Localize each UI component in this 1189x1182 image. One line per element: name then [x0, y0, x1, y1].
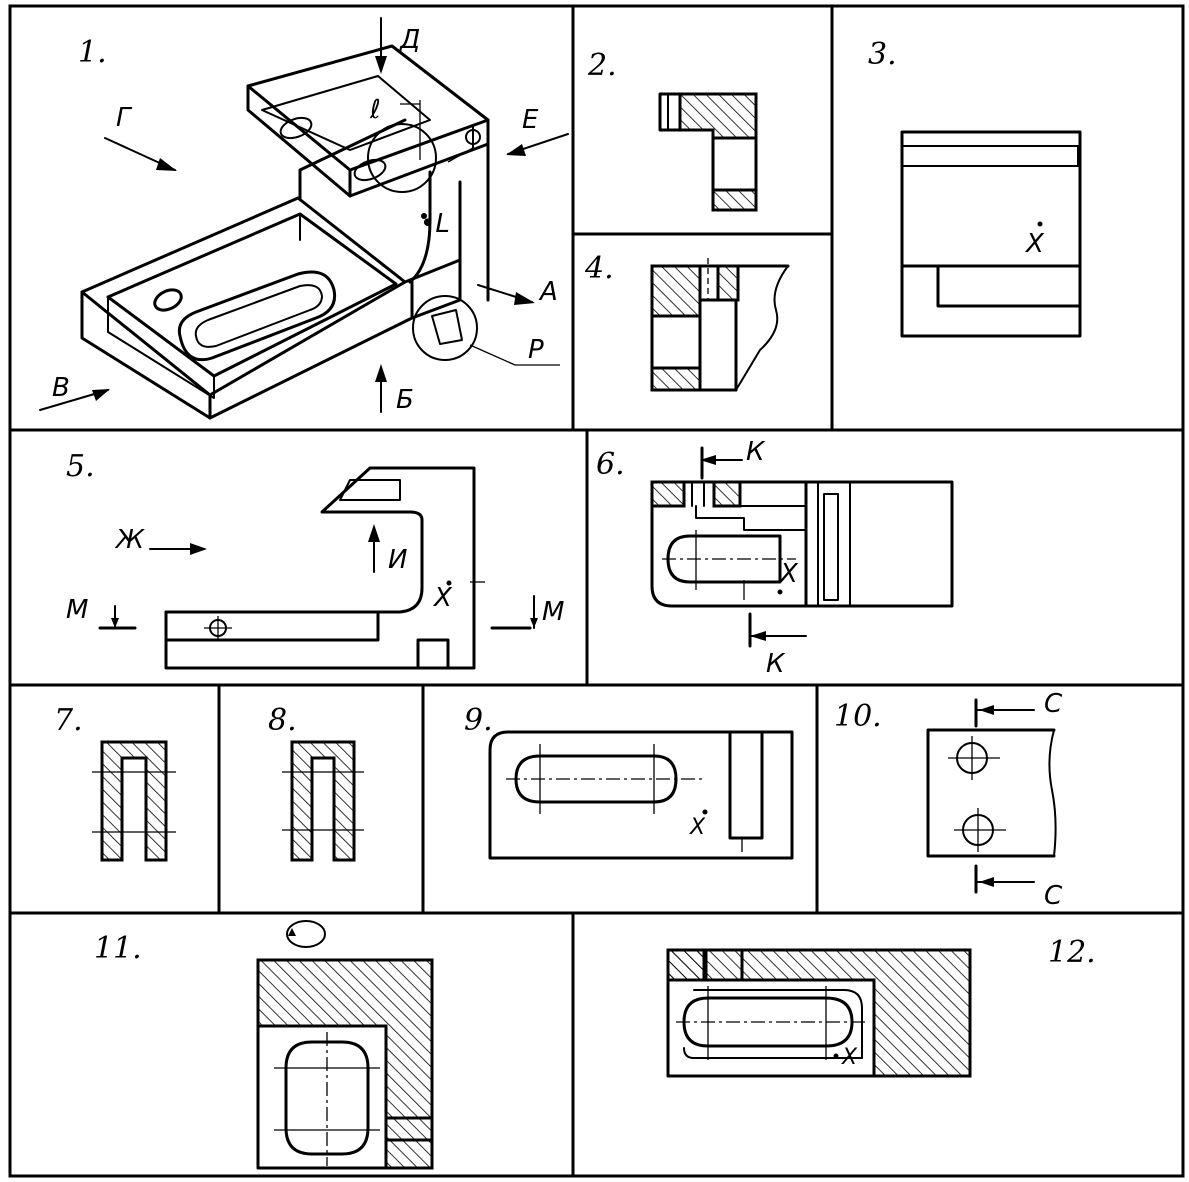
- view-arrow-zh: Ж: [114, 525, 207, 555]
- section-mark-m-left: М: [66, 595, 137, 630]
- label-l-dot: •L: [420, 209, 450, 239]
- svg-text:К: К: [746, 437, 766, 467]
- view-arrow-a: А: [477, 277, 558, 307]
- cell-7-number: 7.: [54, 703, 83, 738]
- cell-11: 11.: [94, 920, 434, 1170]
- cell-4-number: 4.: [584, 251, 614, 286]
- cell-7: 7.: [54, 703, 176, 862]
- svg-text:Б: Б: [396, 385, 414, 415]
- section-drawing-8: [282, 740, 364, 862]
- cell-5: 5. X Ж И М: [66, 449, 564, 670]
- cell-3-number: 3.: [868, 37, 897, 72]
- cell-11-number: 11.: [94, 931, 142, 966]
- view-drawing-5: X: [164, 466, 485, 670]
- cell-12: 12. X: [666, 935, 1096, 1078]
- section-drawing-11: [256, 920, 434, 1170]
- svg-text:Г: Г: [116, 103, 133, 133]
- svg-text:С: С: [1044, 881, 1063, 911]
- view-arrow-b: Б: [375, 364, 414, 415]
- cell-2-number: 2.: [587, 48, 617, 83]
- svg-text:X: X: [432, 583, 453, 613]
- svg-text:К: К: [766, 649, 786, 679]
- view-arrow-g: Г: [104, 103, 177, 171]
- svg-text:X: X: [689, 815, 706, 840]
- svg-text:Д: Д: [399, 25, 420, 55]
- svg-text:Е: Е: [522, 105, 539, 135]
- cell-1: 1.: [39, 17, 569, 420]
- view-drawing-3: X: [900, 130, 1082, 338]
- view-drawing-10: [926, 728, 1057, 858]
- cell-5-number: 5.: [66, 449, 95, 484]
- section-mark-k-bottom: К: [748, 612, 807, 679]
- cell-9: 9. X: [464, 703, 794, 860]
- callout-p: Р: [469, 335, 560, 366]
- svg-text:В: В: [52, 373, 70, 403]
- cell-12-number: 12.: [1048, 935, 1096, 970]
- svg-text:Ж: Ж: [114, 525, 145, 555]
- svg-text:X: X: [1024, 229, 1045, 259]
- cell-3: 3. X: [868, 37, 1082, 338]
- svg-text:А: А: [538, 277, 558, 307]
- section-drawing-12: X: [666, 948, 972, 1078]
- svg-text:Р: Р: [528, 335, 544, 365]
- cell-1-number: 1.: [78, 35, 107, 70]
- svg-text:X: X: [778, 559, 799, 589]
- cell-10: 10. С С: [834, 689, 1063, 911]
- sheet-grid: [8, 4, 1185, 1178]
- section-drawing-7: [92, 740, 176, 862]
- dimension-l: ℓ: [369, 95, 421, 160]
- svg-text:И: И: [388, 545, 407, 575]
- cell-8: 8.: [268, 703, 364, 862]
- cell-10-number: 10.: [834, 699, 882, 734]
- svg-text:М: М: [66, 595, 88, 625]
- view-arrow-e: Е: [506, 105, 569, 156]
- view-arrow-v: В: [39, 373, 110, 411]
- cell-9-number: 9.: [464, 703, 493, 738]
- view-arrow-i: И: [368, 524, 407, 575]
- cell-6: 6. X К К: [596, 437, 954, 679]
- view-arrow-d: Д: [375, 17, 420, 74]
- section-drawing-4: [650, 258, 790, 392]
- svg-text:С: С: [1044, 689, 1063, 719]
- section-drawing-6: X: [650, 480, 954, 608]
- iso-part-drawing: [80, 44, 490, 420]
- cell-4: 4.: [584, 251, 790, 392]
- cell-6-number: 6.: [596, 447, 625, 482]
- cell-8-number: 8.: [268, 703, 297, 738]
- svg-text:ℓ: ℓ: [369, 95, 381, 125]
- section-mark-c-top: С: [974, 689, 1063, 728]
- cell-2: 2.: [587, 48, 758, 212]
- section-mark-c-bottom: С: [974, 864, 1063, 911]
- section-mark-m-right: М: [490, 595, 564, 630]
- view-drawing-9: X: [488, 730, 794, 860]
- section-mark-k-top: К: [700, 437, 766, 480]
- svg-text:М: М: [542, 597, 564, 627]
- svg-text:X: X: [841, 1045, 858, 1070]
- section-drawing-2: [658, 92, 758, 212]
